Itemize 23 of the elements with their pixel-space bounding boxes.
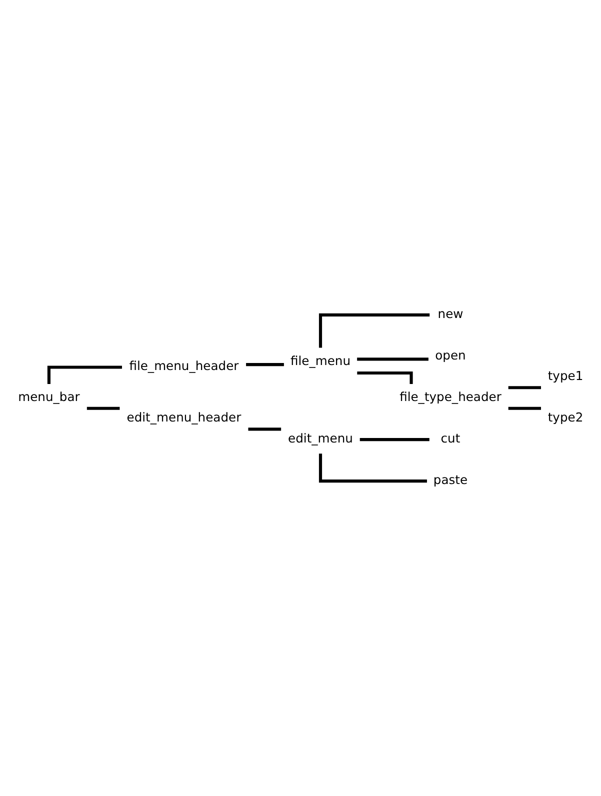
node-text: cut bbox=[440, 431, 460, 446]
connector bbox=[86, 406, 120, 410]
connector bbox=[357, 371, 413, 384]
connector bbox=[246, 363, 284, 366]
node-text: paste bbox=[433, 473, 468, 487]
node-text: open bbox=[435, 348, 466, 362]
connector bbox=[357, 358, 428, 361]
node-text: file_menu_header bbox=[129, 359, 239, 374]
node-text: edit_menu bbox=[288, 431, 353, 446]
node-text: type2 bbox=[548, 410, 584, 425]
connector bbox=[318, 313, 430, 348]
connector bbox=[47, 366, 122, 384]
connector bbox=[318, 454, 427, 483]
node-text: menu_bar bbox=[18, 390, 80, 404]
node-text: new bbox=[438, 306, 464, 321]
node-text: edit_menu_header bbox=[126, 410, 242, 425]
connector bbox=[508, 386, 541, 390]
node-text: file_menu bbox=[290, 354, 351, 368]
connector bbox=[508, 406, 541, 410]
connector bbox=[360, 438, 430, 442]
node-text: file_type_header bbox=[400, 390, 502, 404]
node-text: type1 bbox=[548, 369, 584, 384]
connector bbox=[248, 428, 282, 431]
